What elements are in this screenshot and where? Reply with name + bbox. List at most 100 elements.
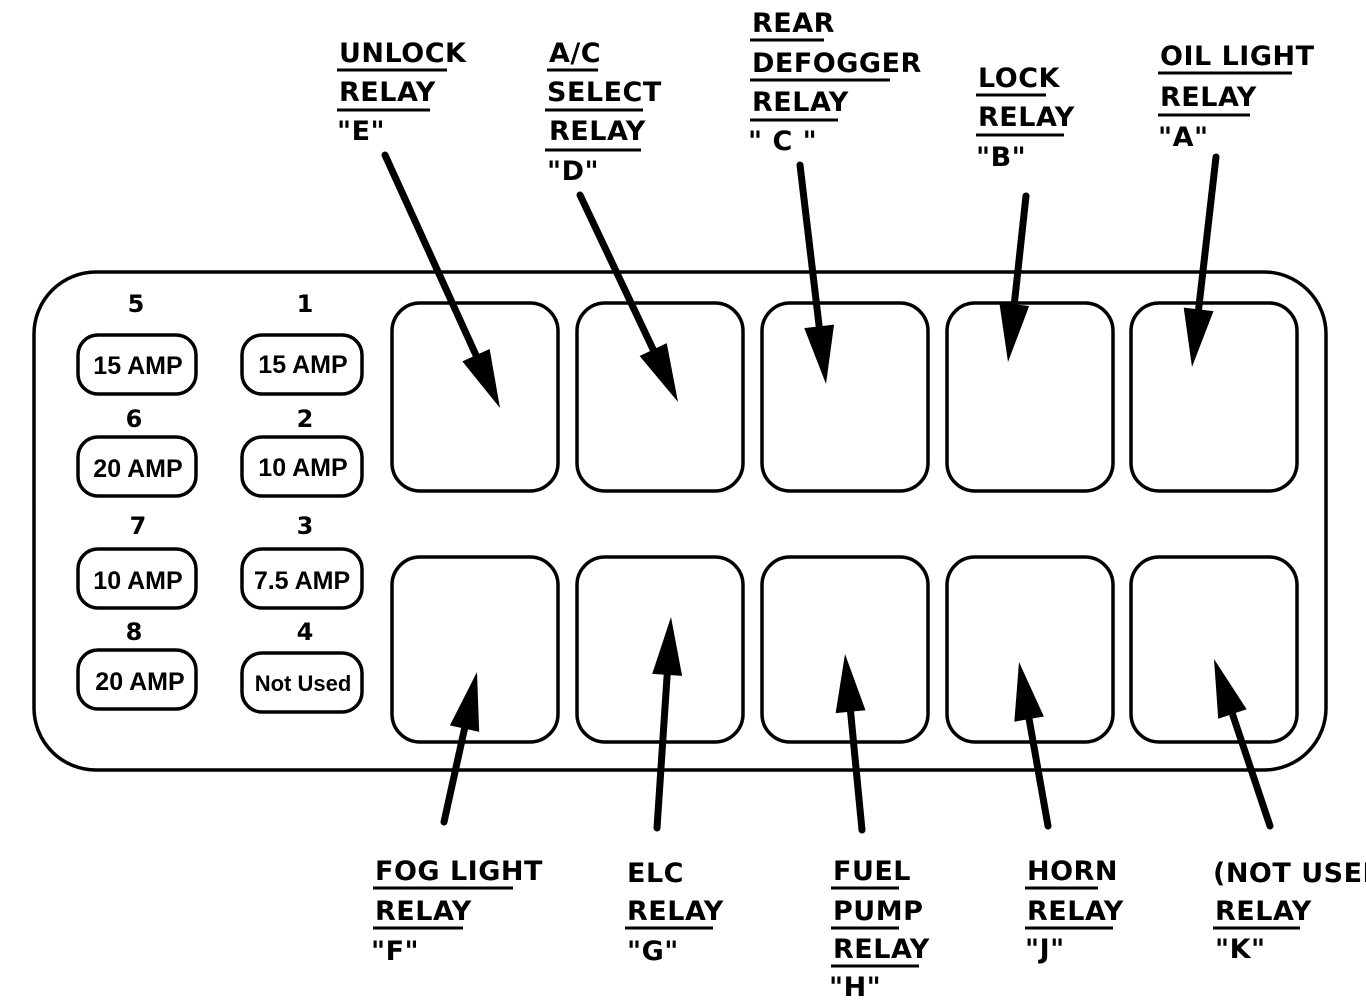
relay-label-line: RELAY — [1027, 896, 1124, 927]
relay-label-line: FUEL — [833, 856, 911, 887]
relay-label-line: LOCK — [978, 63, 1061, 94]
arrow-h-head — [835, 654, 866, 714]
relay-label-e: UNLOCK RELAY "E" — [337, 38, 467, 147]
arrow-f-head — [449, 672, 480, 732]
arrow-g-shaft — [653, 667, 671, 832]
arrow-d — [576, 191, 678, 402]
relay-panel-outline — [32, 270, 1328, 772]
pointer-arrows — [381, 151, 1274, 834]
arrow-j-shaft — [1024, 711, 1052, 830]
arrow-j-head — [1014, 662, 1044, 722]
fuse-number: 6 — [126, 405, 143, 433]
relay-label-line: PUMP — [833, 896, 923, 927]
relay-label-d: A/C SELECT RELAY "D" — [545, 38, 662, 187]
relay-socket-e — [390, 301, 560, 493]
arrow-h-shaft — [846, 704, 866, 834]
fuse-slot — [76, 435, 198, 498]
fuse-rating: 10 AMP — [93, 567, 182, 595]
arrow-a-head — [1183, 307, 1214, 367]
fuse-slot — [76, 648, 198, 711]
arrow-j — [1014, 662, 1052, 830]
relay-label-line: SELECT — [547, 77, 662, 108]
relay-label-j: HORN RELAY "J" — [1025, 856, 1124, 965]
relay-label-line: RELAY — [1215, 896, 1312, 927]
fuse-number: 8 — [126, 618, 143, 646]
relay-code: " C " — [748, 126, 817, 157]
arrow-g — [652, 617, 683, 832]
fuse-number: 2 — [297, 405, 314, 433]
relay-code: "A" — [1158, 122, 1209, 153]
fuse-rating: 10 AMP — [258, 454, 347, 482]
fuse-slot — [240, 651, 364, 714]
relay-socket-h — [760, 555, 930, 744]
relay-label-line: RELAY — [752, 87, 849, 118]
fuse-slot — [240, 333, 364, 396]
relay-code: "K" — [1215, 934, 1266, 965]
relay-code: "H" — [829, 972, 881, 1003]
arrow-d-head — [639, 343, 678, 402]
arrow-k — [1214, 659, 1274, 830]
fuse-slot — [240, 547, 364, 610]
relay-socket-c — [760, 301, 930, 493]
arrow-c — [796, 161, 835, 384]
arrow-a — [1183, 153, 1220, 367]
relay-label-line: RELAY — [375, 896, 472, 927]
fuse-block: 5 15 AMP 6 20 AMP 7 10 AMP 8 20 AMP 1 15… — [76, 290, 364, 714]
relay-label-line: RELAY — [339, 77, 436, 108]
relay-sockets-bottom — [390, 555, 1299, 744]
fuse-number: 4 — [297, 618, 314, 646]
relay-label-line: REAR — [752, 8, 835, 39]
relay-label-line: RELAY — [1160, 82, 1257, 113]
arrow-h — [835, 654, 866, 834]
relay-label-line: OIL LIGHT — [1160, 41, 1315, 72]
fuse-rating: 15 AMP — [93, 352, 182, 380]
relay-code: "D" — [547, 156, 599, 187]
relay-code: "B" — [976, 142, 1026, 173]
fuse-slot — [76, 547, 198, 610]
arrow-k-head — [1214, 659, 1247, 719]
relay-socket-f — [390, 555, 560, 744]
fuse-number: 1 — [297, 290, 314, 318]
fuse-slot — [76, 333, 198, 396]
relay-socket-g — [575, 555, 745, 744]
arrow-a-shaft — [1194, 153, 1220, 317]
arrow-g-head — [652, 617, 683, 676]
arrow-b — [999, 192, 1030, 362]
fuse-rating: 7.5 AMP — [254, 567, 350, 595]
relay-socket-k — [1129, 555, 1299, 744]
relay-code: "G" — [627, 936, 679, 967]
relay-code: "F" — [371, 936, 419, 967]
arrow-b-shaft — [1010, 192, 1030, 312]
relay-label-line: ELC — [627, 858, 684, 889]
arrow-d-shaft — [576, 191, 659, 357]
fuse-rating: 20 AMP — [95, 668, 184, 696]
relay-label-line: DEFOGGER — [752, 48, 922, 79]
relay-sockets-top — [390, 301, 1299, 493]
arrow-k-shaft — [1227, 706, 1274, 830]
relay-label-g: ELC RELAY "G" — [625, 858, 723, 967]
fuse-rating: Not Used — [255, 671, 352, 696]
relay-code: "J" — [1025, 934, 1065, 965]
arrow-c-head — [804, 324, 835, 384]
relay-label-c: REAR DEFOGGER RELAY " C " — [748, 8, 922, 157]
relay-label-line: RELAY — [833, 934, 930, 965]
relay-label-line: RELAY — [978, 102, 1075, 133]
arrow-e — [381, 151, 500, 408]
fuse-number: 3 — [297, 512, 314, 540]
relay-label-h: FUEL PUMP RELAY "H" — [829, 856, 930, 1003]
relay-label-line: A/C — [549, 38, 601, 69]
relay-label-k: (NOT USED) RELAY "K" — [1213, 858, 1366, 965]
fuse-rating: 15 AMP — [258, 351, 347, 379]
fuse-number: 7 — [130, 512, 147, 540]
arrow-e-head — [462, 348, 500, 408]
arrow-b-head — [999, 302, 1030, 362]
fuse-number: 5 — [128, 290, 145, 318]
arrow-e-shaft — [381, 151, 482, 363]
relay-label-b: LOCK RELAY "B" — [976, 63, 1075, 173]
arrow-f — [440, 672, 480, 826]
relay-label-line: FOG LIGHT — [375, 856, 543, 887]
relay-label-line: RELAY — [549, 116, 646, 147]
relay-socket-d — [575, 301, 745, 493]
arrow-c-shaft — [796, 161, 824, 334]
